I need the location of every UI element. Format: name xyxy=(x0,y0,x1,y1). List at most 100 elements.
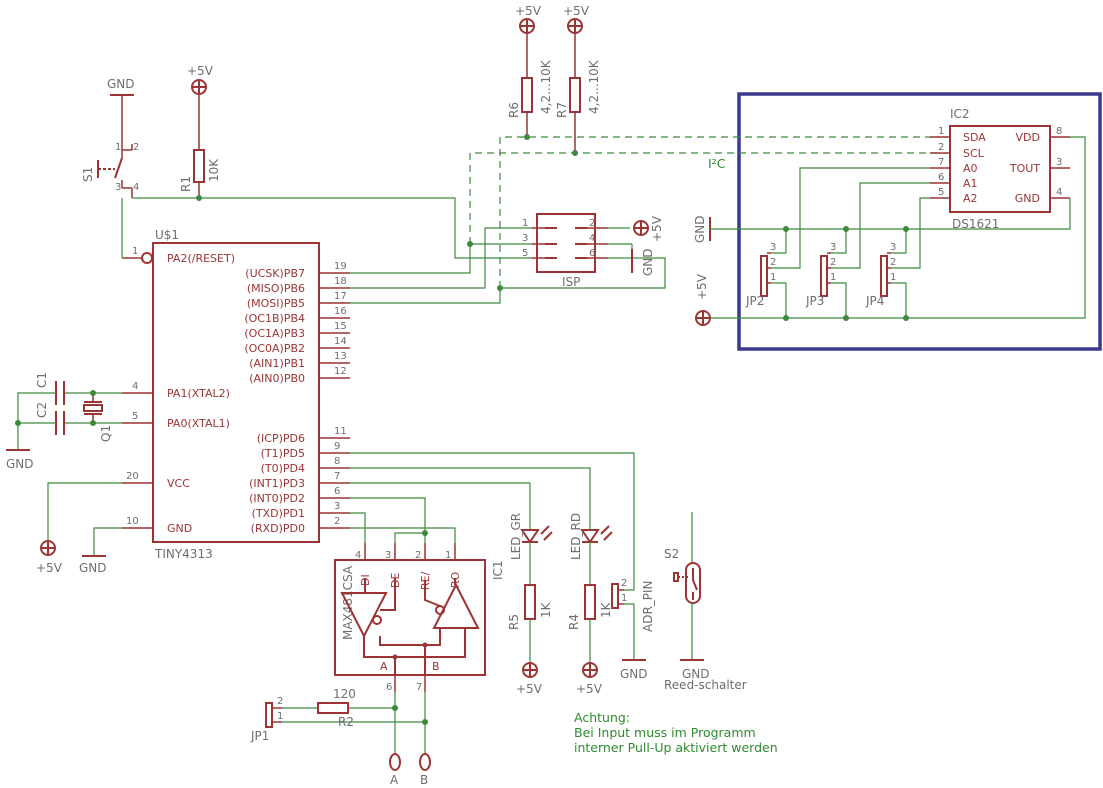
svg-text:16: 16 xyxy=(334,306,347,317)
supply-gnd-s1: GND xyxy=(107,77,135,140)
mcu-right-pins: 19(UCSK)PB7 18(MISO)PB6 17(MOSI)PB5 16(O… xyxy=(244,261,350,535)
svg-text:S1: S1 xyxy=(81,167,95,182)
svg-text:7: 7 xyxy=(334,471,340,482)
svg-text:1: 1 xyxy=(277,711,283,722)
svg-text:JP2: JP2 xyxy=(745,294,764,308)
svg-text:C1: C1 xyxy=(35,372,49,388)
svg-text:+5V: +5V xyxy=(187,64,214,78)
svg-text:ADR_PIN: ADR_PIN xyxy=(641,580,655,632)
svg-text:2: 2 xyxy=(890,257,896,268)
svg-text:GND: GND xyxy=(107,77,135,91)
svg-text:7: 7 xyxy=(416,682,422,693)
svg-text:1: 1 xyxy=(770,272,776,283)
svg-text:B: B xyxy=(432,660,440,673)
svg-text:(OC1B)PB4: (OC1B)PB4 xyxy=(244,312,305,325)
svg-text:1: 1 xyxy=(132,246,138,257)
svg-text:+5V: +5V xyxy=(516,682,543,696)
svg-text:1: 1 xyxy=(621,593,627,604)
svg-text:+5V: +5V xyxy=(695,273,709,300)
supply-plus5v-r6: +5V xyxy=(515,4,542,78)
svg-text:8: 8 xyxy=(334,456,340,467)
svg-text:(UCSK)PB7: (UCSK)PB7 xyxy=(245,267,305,280)
svg-text:+5V: +5V xyxy=(576,682,603,696)
wires-mcu xyxy=(47,195,666,556)
svg-text:1: 1 xyxy=(115,142,121,153)
svg-text:GND: GND xyxy=(682,667,710,681)
ic1-max481: MAX481CSA IC1 4 3 2 1 DI DE RE/ RO 6 7 A… xyxy=(334,543,505,693)
svg-text:IC1: IC1 xyxy=(491,560,505,580)
svg-text:(AIN1)PB1: (AIN1)PB1 xyxy=(249,357,305,370)
svg-text:10: 10 xyxy=(126,516,139,527)
svg-text:DS1621: DS1621 xyxy=(952,217,999,231)
led-green: LED_GR xyxy=(509,513,553,585)
svg-text:GND: GND xyxy=(79,561,107,575)
svg-text:R7: R7 xyxy=(555,102,569,118)
svg-text:5: 5 xyxy=(522,248,528,259)
svg-text:A0: A0 xyxy=(963,162,978,175)
svg-text:JP3: JP3 xyxy=(805,294,824,308)
svg-text:6: 6 xyxy=(386,682,392,693)
svg-text:4: 4 xyxy=(589,233,595,244)
svg-text:1: 1 xyxy=(445,550,451,561)
svg-text:(ICP)PD6: (ICP)PD6 xyxy=(257,432,305,445)
svg-text:2: 2 xyxy=(334,516,340,527)
svg-text:B: B xyxy=(420,773,428,787)
svg-text:+5V: +5V xyxy=(563,4,590,18)
resistor-r1: R1 10K xyxy=(179,149,221,198)
svg-text:3: 3 xyxy=(334,501,340,512)
reed-switch-s2: S2 GND Reed-schalter xyxy=(664,512,747,692)
svg-text:3: 3 xyxy=(522,233,528,244)
svg-text:17: 17 xyxy=(334,291,347,302)
svg-text:R4: R4 xyxy=(567,614,581,630)
svg-text:1: 1 xyxy=(938,126,944,137)
svg-text:4: 4 xyxy=(1056,187,1062,198)
svg-text:3: 3 xyxy=(830,242,836,253)
capacitors-crystal: GND C1 C2 Q1 xyxy=(6,372,122,471)
svg-text:12: 12 xyxy=(334,366,347,377)
svg-text:A: A xyxy=(380,660,388,673)
svg-text:Reed-schalter: Reed-schalter xyxy=(664,678,747,692)
resistor-r4: R4 1K +5V xyxy=(567,584,613,696)
svg-text:JP4: JP4 xyxy=(865,294,884,308)
svg-text:GND: GND xyxy=(6,457,34,471)
svg-text:(T1)PD5: (T1)PD5 xyxy=(261,447,305,460)
svg-text:5: 5 xyxy=(132,411,138,422)
jumper-jp2: 321 JP2 xyxy=(745,242,776,308)
resistor-r7: R7 4,2...10K xyxy=(555,59,601,152)
svg-text:GND: GND xyxy=(167,522,192,535)
svg-text:(INT1)PD3: (INT1)PD3 xyxy=(249,477,305,490)
svg-text:(MOSI)PB5: (MOSI)PB5 xyxy=(247,297,305,310)
svg-text:(RXD)PD0: (RXD)PD0 xyxy=(251,522,305,535)
svg-text:(MISO)PB6: (MISO)PB6 xyxy=(247,282,305,295)
svg-text:2: 2 xyxy=(830,257,836,268)
mcu-tiny4313: U$1 TINY4313 1 PA2(/RESET) 4 PA1(XTAL2) … xyxy=(122,228,350,561)
svg-text:1: 1 xyxy=(522,218,528,229)
svg-text:Achtung:: Achtung: xyxy=(574,710,630,725)
svg-text:GND: GND xyxy=(641,248,655,276)
svg-text:2: 2 xyxy=(277,696,283,707)
svg-text:SDA: SDA xyxy=(963,131,986,144)
svg-text:3: 3 xyxy=(115,182,121,193)
svg-text:Q1: Q1 xyxy=(99,425,113,442)
svg-text:4: 4 xyxy=(133,182,139,193)
svg-text:GND: GND xyxy=(693,215,707,243)
svg-text:3: 3 xyxy=(770,242,776,253)
resistor-r2: 120 R2 xyxy=(317,687,356,729)
svg-text:14: 14 xyxy=(334,336,347,347)
svg-text:(T0)PD4: (T0)PD4 xyxy=(261,462,305,475)
svg-text:13: 13 xyxy=(334,351,347,362)
svg-text:20: 20 xyxy=(126,471,139,482)
svg-text:R5: R5 xyxy=(507,614,521,630)
svg-text:19: 19 xyxy=(334,261,347,272)
svg-text:interner Pull-Up aktiviert wer: interner Pull-Up aktiviert werden xyxy=(574,740,778,755)
svg-text:11: 11 xyxy=(334,426,347,437)
svg-text:1: 1 xyxy=(890,272,896,283)
bus-terminals: A B xyxy=(389,753,431,787)
svg-text:+5V: +5V xyxy=(36,561,63,575)
led-red: LED_RD xyxy=(569,513,613,585)
svg-text:15: 15 xyxy=(334,321,347,332)
svg-text:8: 8 xyxy=(1056,126,1062,137)
svg-text:U$1: U$1 xyxy=(155,228,179,242)
svg-text:JP1: JP1 xyxy=(250,729,269,743)
svg-text:PA1(XTAL2): PA1(XTAL2) xyxy=(167,387,230,400)
